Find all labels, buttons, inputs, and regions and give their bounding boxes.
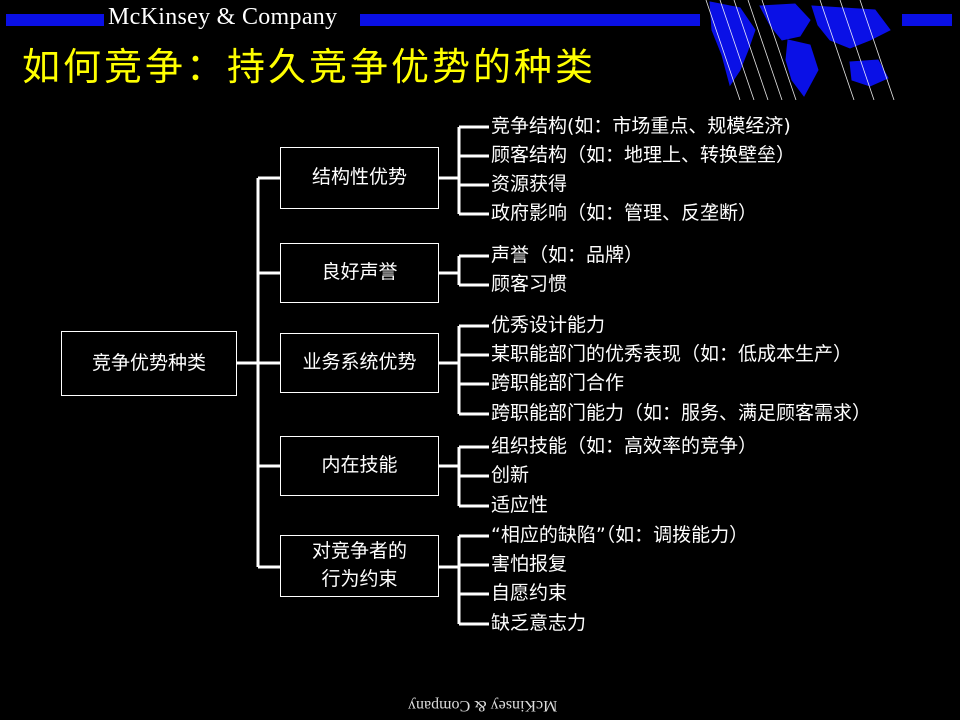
list-item: 组织技能（如：高效率的竞争） xyxy=(491,435,758,457)
header-bar-right xyxy=(902,14,952,26)
root-label: 竞争优势种类 xyxy=(91,351,206,374)
list-item: 顾客习惯 xyxy=(491,273,568,295)
list-item: 优秀设计能力 xyxy=(491,314,606,336)
category-box-structural: 结构性优势 xyxy=(280,147,439,209)
list-item: 跨职能部门合作 xyxy=(491,372,625,394)
list-item: 政府影响（如：管理、反垄断） xyxy=(491,202,758,224)
brand-logo-top: McKinsey & Company xyxy=(108,4,338,30)
page-title: 如何竞争：持久竞争优势的种类 xyxy=(22,45,597,89)
category-box-internal-skills: 内在技能 xyxy=(280,436,439,496)
list-item: 跨职能部门能力（如：服务、满足顾客需求） xyxy=(491,402,872,424)
list-item: 害怕报复 xyxy=(491,553,568,575)
list-item: 适应性 xyxy=(491,494,549,516)
category-label: 结构性优势 xyxy=(311,166,407,189)
list-item: 缺乏意志力 xyxy=(491,612,587,634)
header-bar-mid xyxy=(360,14,700,26)
category-box-business-system: 业务系统优势 xyxy=(280,333,439,393)
list-item: 声誉（如：品牌） xyxy=(491,244,644,266)
brand-logo-bottom: McKinsey & Company xyxy=(408,697,558,714)
world-map-icon xyxy=(705,0,895,100)
list-item: 顾客结构（如：地理上、转换壁垒） xyxy=(491,144,796,166)
category-label: 对竞争者的 行为约束 xyxy=(311,540,407,590)
list-item: 创新 xyxy=(491,464,530,486)
category-label: 良好声誉 xyxy=(321,261,398,284)
list-item: 自愿约束 xyxy=(491,582,568,604)
category-box-competitor-constraints: 对竞争者的 行为约束 xyxy=(280,535,439,597)
header-bar-left xyxy=(6,14,104,26)
list-item: 竞争结构(如：市场重点、规模经济) xyxy=(491,115,791,137)
category-label: 内在技能 xyxy=(321,454,398,477)
list-item: 某职能部门的优秀表现（如：低成本生产） xyxy=(491,343,853,365)
root-box: 竞争优势种类 xyxy=(61,331,237,396)
list-item: “相应的缺陷”（如：调拨能力） xyxy=(491,524,749,546)
category-box-reputation: 良好声誉 xyxy=(280,243,439,303)
category-label: 业务系统优势 xyxy=(302,351,417,374)
list-item: 资源获得 xyxy=(491,173,568,195)
